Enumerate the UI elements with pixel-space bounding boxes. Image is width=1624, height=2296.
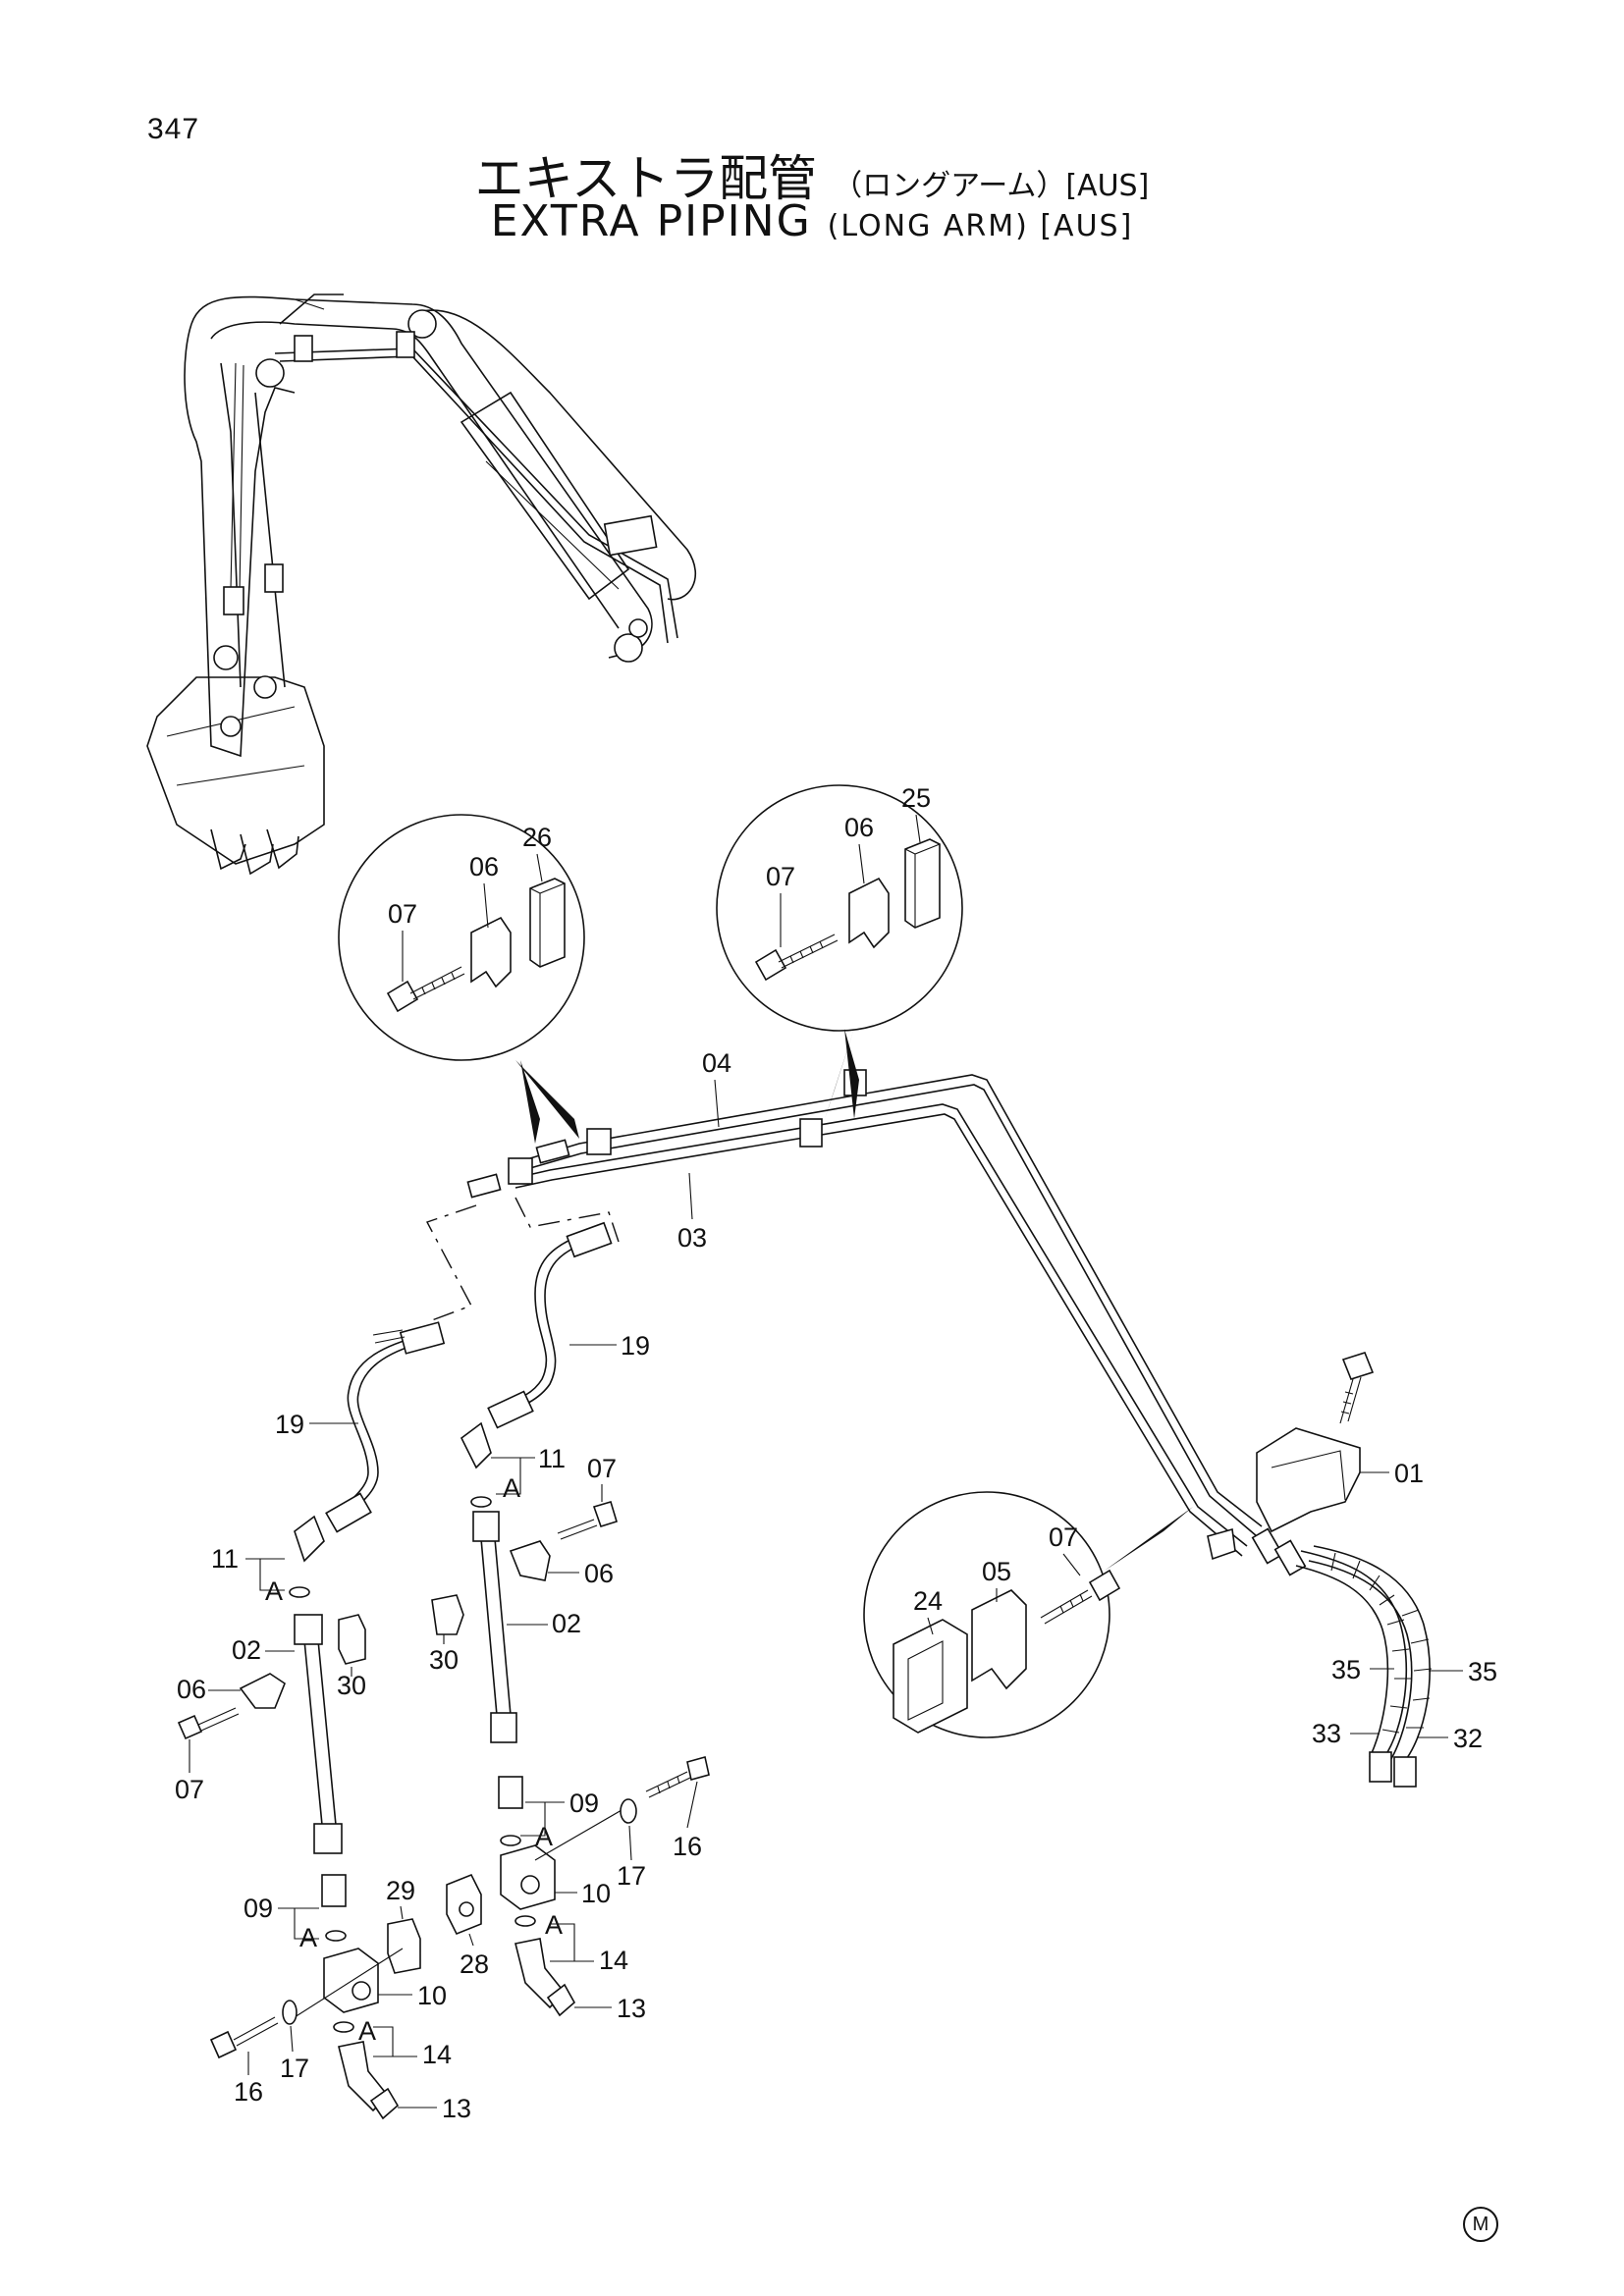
- label-pipe-03: 03: [677, 1223, 707, 1253]
- left-label-07: 07: [175, 1775, 204, 1804]
- detail-b-label-25: 25: [901, 783, 931, 813]
- left-label-10: 10: [417, 1981, 447, 2010]
- detail-c-label-05: 05: [982, 1557, 1011, 1586]
- title-english: EXTRA PIPING (LONG ARM) [AUS]: [0, 196, 1624, 246]
- left-label-11: 11: [211, 1544, 239, 1574]
- middle-label-14: 14: [599, 1946, 628, 1975]
- left-label-13: 13: [442, 2094, 471, 2123]
- middle-label-a2: A: [535, 1822, 553, 1851]
- detail-b-label-06: 06: [844, 813, 874, 842]
- page-number: 347: [147, 113, 200, 145]
- detail-c-label-07: 07: [1049, 1522, 1078, 1552]
- right-label-35-right: 35: [1468, 1657, 1497, 1686]
- right-label-01: 01: [1394, 1459, 1424, 1488]
- middle-label-16: 16: [673, 1832, 702, 1861]
- left-label-19: 19: [275, 1410, 304, 1439]
- left-assembly: 19 11 A 02 30 06 07 09 A 29: [175, 1321, 471, 2123]
- left-label-17: 17: [280, 2054, 309, 2083]
- detail-a-label-07: 07: [388, 899, 417, 929]
- right-label-32: 32: [1453, 1724, 1483, 1753]
- middle-label-10: 10: [581, 1879, 611, 1908]
- detail-circle-b: 07 06 25: [716, 783, 963, 1119]
- main-pipe-assembly: 04 03: [425, 1048, 1263, 1557]
- left-label-29: 29: [386, 1876, 415, 1905]
- detail-circle-c: 24 05 07: [863, 1491, 1193, 1738]
- title-en-sub: (LONG ARM) [AUS]: [827, 209, 1134, 243]
- right-label-35-left: 35: [1331, 1655, 1361, 1684]
- left-label-16: 16: [234, 2077, 263, 2107]
- left-label-a2: A: [299, 1923, 317, 1952]
- left-label-a1: A: [265, 1576, 283, 1606]
- left-label-02: 02: [232, 1635, 261, 1665]
- excavator-overview-drawing: [146, 294, 697, 876]
- middle-assembly: 19 11 A 07 06 02 30 09 A 10: [429, 1221, 710, 2023]
- left-label-14: 14: [422, 2040, 452, 2069]
- middle-label-11: 11: [538, 1444, 566, 1473]
- detail-b-label-07: 07: [766, 862, 795, 891]
- middle-label-30: 30: [429, 1645, 459, 1675]
- maker-mark-icon: M: [1463, 2207, 1498, 2242]
- title-japanese: エキストラ配管 （ロングアーム）[AUS]: [0, 139, 1624, 210]
- middle-label-02: 02: [552, 1609, 581, 1638]
- middle-label-17: 17: [617, 1861, 646, 1891]
- middle-label-07: 07: [587, 1454, 617, 1483]
- label-pipe-04: 04: [702, 1048, 731, 1078]
- middle-label-06: 06: [584, 1559, 614, 1588]
- left-label-06: 06: [177, 1675, 206, 1704]
- middle-label-13: 13: [617, 1994, 646, 2023]
- right-assembly: 01 35 35 33 32: [1207, 1352, 1497, 1788]
- title-en-main: EXTRA PIPING: [490, 196, 812, 246]
- middle-label-a3: A: [545, 1910, 563, 1940]
- detail-a-label-06: 06: [469, 852, 499, 881]
- title-jp-main: エキストラ配管: [474, 150, 818, 207]
- middle-label-a1: A: [503, 1473, 520, 1503]
- detail-c-label-24: 24: [913, 1586, 943, 1616]
- detail-circle-a: 07 06 26: [338, 814, 585, 1144]
- left-label-09: 09: [244, 1894, 273, 1923]
- detail-a-label-26: 26: [522, 823, 552, 852]
- middle-label-09: 09: [569, 1789, 599, 1818]
- title-jp-sub: （ロングアーム）[AUS]: [833, 169, 1150, 203]
- middle-label-19: 19: [621, 1331, 650, 1361]
- right-label-33: 33: [1312, 1719, 1341, 1748]
- middle-label-28: 28: [460, 1949, 489, 1979]
- left-label-a3: A: [358, 2016, 376, 2046]
